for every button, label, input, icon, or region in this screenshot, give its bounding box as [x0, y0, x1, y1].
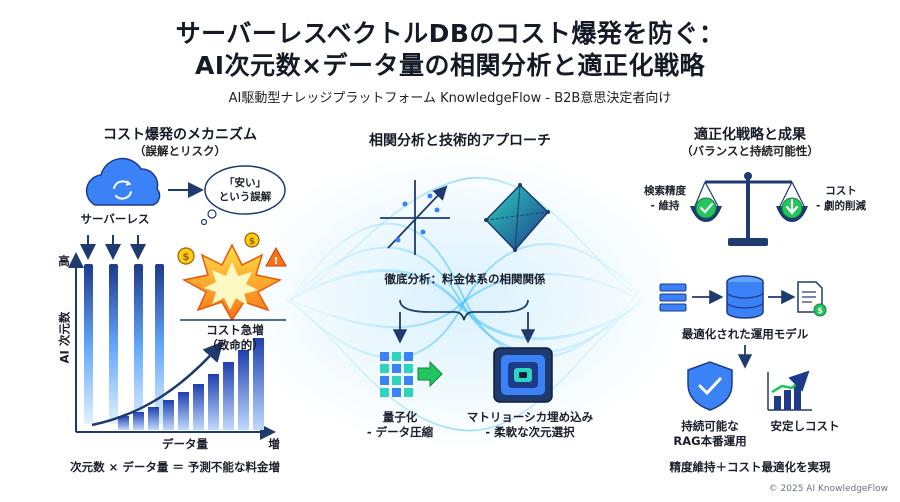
cloud-icon	[85, 157, 161, 206]
database-icon	[726, 275, 764, 319]
svg-text:!: !	[274, 256, 279, 267]
svg-text:$: $	[249, 237, 255, 247]
thought-bubble	[200, 165, 286, 226]
svg-text:$: $	[817, 306, 823, 315]
serverless-label: サーバーレス	[80, 212, 150, 226]
report-icon: $	[797, 281, 827, 317]
axis-increase-label: 増	[268, 437, 280, 451]
copyright: © 2025 AI KnowledgeFlow	[768, 484, 888, 494]
sustainable-line1: 持続可能な	[681, 419, 739, 433]
bubble-line1: 「安い」	[224, 177, 266, 189]
accuracy-line1: 検索精度	[644, 185, 686, 197]
result-label: 精度維持＋コスト最適化を実現	[669, 460, 831, 474]
shield-icon	[687, 361, 733, 411]
stable-cost-label: 安定しコスト	[770, 419, 840, 433]
right-heading: 適正化戦略と成果	[694, 127, 806, 143]
cost-surge-line1: コスト急増	[206, 323, 264, 337]
check-shield-icon	[695, 197, 717, 219]
matryoshka-line1: マトリョーシカ埋め込み	[466, 410, 594, 424]
accuracy-line2: - 維持	[650, 200, 680, 212]
flow-waves	[230, 150, 690, 450]
chart-axes	[68, 252, 276, 440]
sustainable-line2: RAG本番運用	[673, 434, 747, 448]
cost-reduction-line1: コスト	[825, 185, 857, 197]
axis-data-label: データ量	[162, 437, 208, 451]
warning-icon: !	[265, 246, 287, 267]
cost-reduction-line2: - 劇的削減	[815, 200, 866, 212]
page-title-line1: サーバーレスベクトルDBのコスト爆発を防ぐ：	[175, 19, 725, 48]
middle-heading: 相関分析と技術的アプローチ	[369, 133, 551, 149]
matryoshka-embedding-icon	[493, 347, 553, 403]
crystal-icon	[484, 183, 550, 252]
quantization-line1: 量子化	[382, 410, 418, 424]
optimized-model-label: 最適化された運用モデル	[681, 327, 809, 341]
axis-high-label: 高	[58, 254, 70, 268]
explosion-icon	[180, 243, 286, 322]
coin-icon-right: $	[244, 232, 260, 248]
down-arrow-icon	[781, 197, 803, 219]
coin-icon-left: $	[177, 247, 195, 265]
dimension-columns	[84, 264, 164, 424]
page-subtitle: AI駆動型ナレッジプラットフォーム KnowledgeFlow - B2B意思決…	[228, 91, 672, 106]
page-title-line2: AI次元数×データ量の相関分析と適正化戦略	[194, 51, 706, 80]
axis-dimensions-label: AI 次元数	[57, 311, 72, 364]
serverless-down-arrows	[80, 235, 146, 260]
analysis-label: 徹底分析：料金体系の相関関係	[384, 272, 546, 286]
split-brace	[399, 299, 529, 321]
document-stack-icon	[659, 283, 687, 312]
left-subheading: （誤解とリスク）	[134, 144, 226, 158]
cost-surge-line2: （致命的）	[206, 338, 264, 352]
stable-cost-chart-icon	[767, 370, 812, 411]
correlation-plot-icon	[380, 180, 450, 255]
cost-curve-arrow	[91, 341, 224, 427]
quantization-line2: - データ圧縮	[366, 425, 434, 439]
svg-text:$: $	[183, 252, 190, 263]
right-subheading: （バランスと持続可能性）	[681, 144, 819, 158]
left-heading: コスト爆発のメカニズム	[103, 127, 257, 143]
cost-formula: 次元数 × データ量 ＝ 予測不能な料金増	[70, 460, 280, 474]
matryoshka-line2: - 柔軟な次元選択	[485, 425, 575, 439]
growth-bars	[118, 338, 264, 430]
quantization-icon	[380, 352, 443, 397]
bubble-line2: という誤解	[218, 191, 272, 203]
